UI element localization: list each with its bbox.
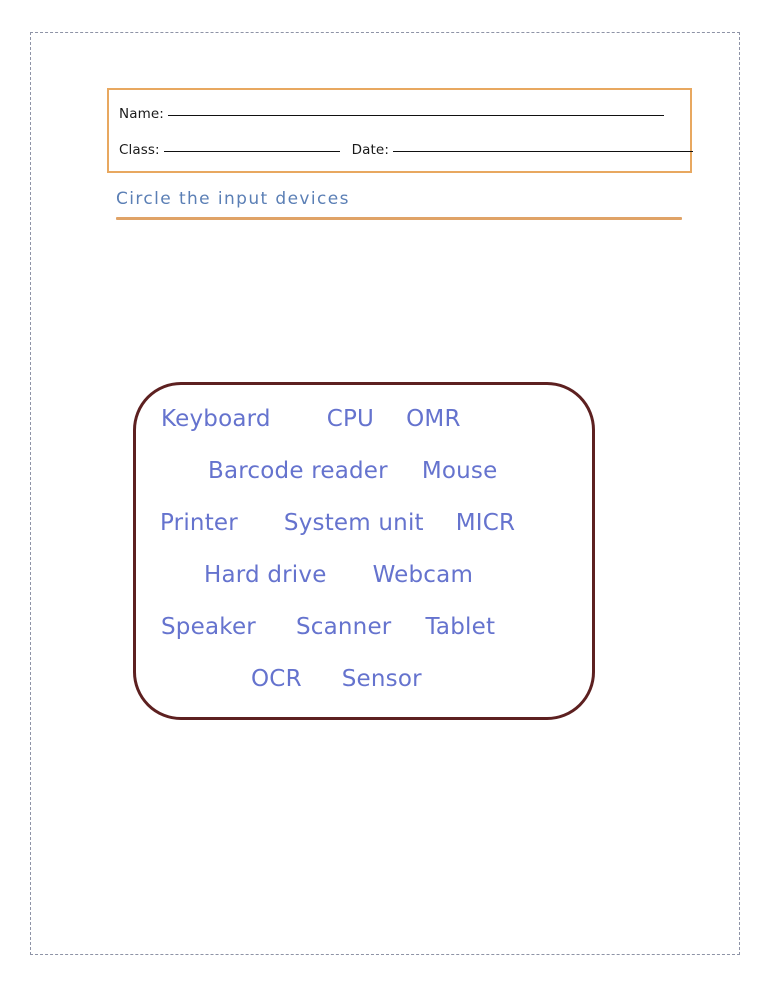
instruction-text: Circle the input devices [116,189,350,209]
word-option-webcam[interactable]: Webcam [372,562,474,588]
word-row: Hard drive Webcam [136,549,592,601]
word-option-speaker[interactable]: Speaker [161,614,256,640]
word-row: Barcode reader Mouse [136,445,592,497]
word-option-sensor[interactable]: Sensor [341,666,422,692]
word-row: Printer System unit MICR [136,497,592,549]
word-option-hard-drive[interactable]: Hard drive [204,562,327,588]
word-option-omr[interactable]: OMR [406,406,461,432]
name-label: Name: [119,106,164,122]
word-option-system-unit[interactable]: System unit [283,510,424,536]
word-option-ocr[interactable]: OCR [251,666,302,692]
name-input-line[interactable] [167,115,664,116]
word-row: OCR Sensor [136,653,592,705]
class-date-field-row: Class: Date: [119,142,693,158]
word-option-keyboard[interactable]: Keyboard [161,406,271,432]
word-option-mouse[interactable]: Mouse [421,458,498,484]
date-input-line[interactable] [393,151,693,152]
word-row: Speaker Scanner Tablet [136,601,592,653]
word-option-cpu[interactable]: CPU [326,406,375,432]
class-input-line[interactable] [163,151,340,152]
word-option-scanner[interactable]: Scanner [295,614,392,640]
instruction-heading: Circle the input devices [116,189,682,220]
instruction-underline [116,216,682,220]
name-field-row: Name: [119,106,664,122]
word-option-barcode-reader[interactable]: Barcode reader [208,458,388,484]
student-info-box: Name: Class: Date: [107,88,693,173]
word-bank-box: Keyboard CPU OMR Barcode reader Mouse Pr… [133,382,595,720]
word-option-micr[interactable]: MICR [455,510,516,536]
date-label: Date: [351,142,389,158]
class-label: Class: [119,142,160,158]
word-row: Keyboard CPU OMR [136,393,592,445]
word-option-printer[interactable]: Printer [160,510,238,536]
word-option-tablet[interactable]: Tablet [425,614,496,640]
